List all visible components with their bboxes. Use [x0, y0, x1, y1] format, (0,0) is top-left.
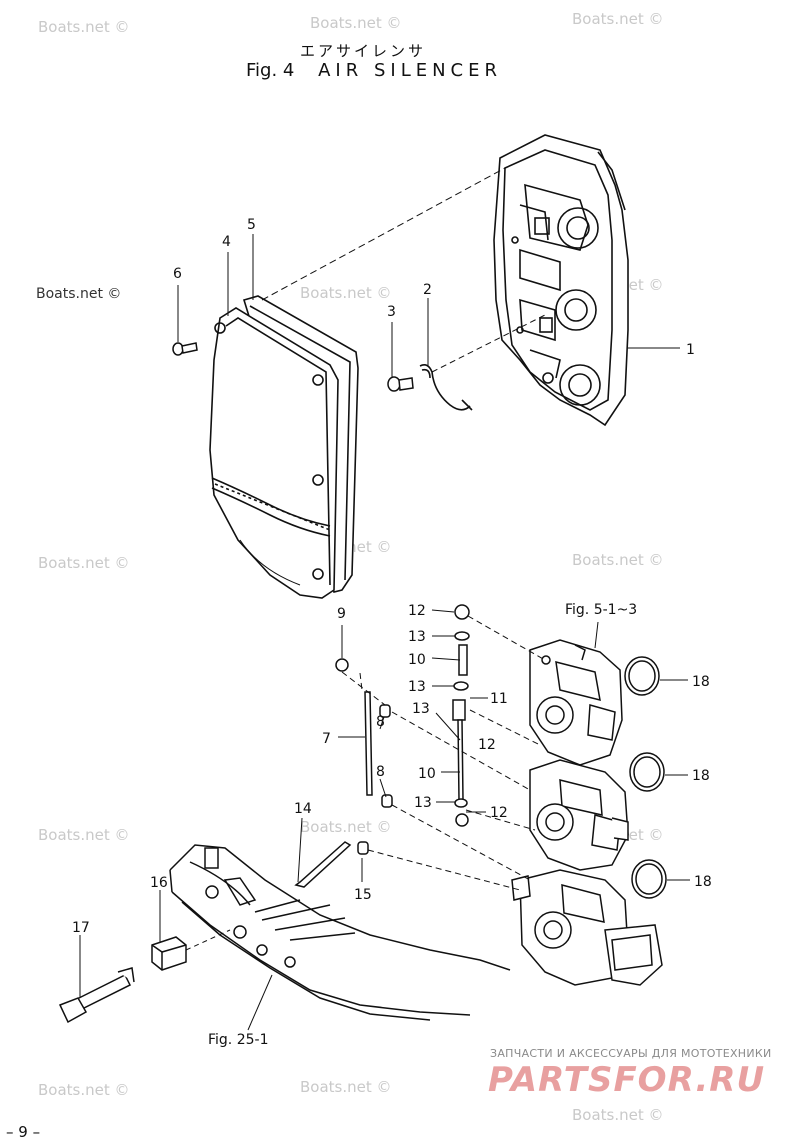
page-number: – 9 –	[6, 1123, 41, 1141]
bottom-cowl-frame	[169, 844, 511, 1021]
callout-12-bottom: 12	[490, 805, 508, 821]
watermark-dark: Boats.net ©	[36, 286, 121, 302]
callout-13-fourth: 13	[414, 795, 432, 811]
callout-14: 14	[294, 801, 312, 817]
screw-part-6	[172, 342, 198, 356]
brand-logo: PARTSFOR.RU	[488, 1060, 766, 1100]
callout-1: 1	[686, 342, 695, 358]
callout-7: 7	[322, 731, 331, 747]
page-title: Fig. 4 AIR SILENCER	[246, 60, 502, 81]
callout-4: 4	[222, 234, 231, 250]
watermark: Boats.net ©	[300, 284, 392, 302]
callout-8-upper: 8	[376, 714, 385, 730]
linkage-assembly	[294, 604, 470, 888]
callout-18-middle: 18	[692, 768, 710, 784]
watermark: Boats.net ©	[300, 1078, 392, 1096]
carburetor-middle	[529, 759, 629, 871]
choke-knob-part-17	[58, 967, 135, 1024]
watermark: Boats.net ©	[572, 1106, 664, 1124]
callout-12-middle: 12	[478, 737, 496, 753]
assembly-line	[185, 929, 231, 951]
callout-13-first: 13	[408, 629, 426, 645]
callout-6: 6	[173, 266, 182, 282]
reference-carburetor-figure: Fig. 5-1~3	[565, 602, 637, 618]
assembly-line	[431, 314, 546, 373]
callout-13-third: 13	[412, 701, 430, 717]
callout-18-upper: 18	[692, 674, 710, 690]
figure-name: AIR SILENCER	[318, 60, 503, 81]
silencer-case	[493, 134, 629, 427]
silencer-cover	[209, 295, 359, 599]
callout-18-lower: 18	[694, 874, 712, 890]
callout-5: 5	[247, 217, 256, 233]
callout-12-top: 12	[408, 603, 426, 619]
title-japanese: エアサイレンサ	[300, 42, 427, 60]
callout-13-second: 13	[408, 679, 426, 695]
bolt-part-3	[387, 376, 414, 392]
watermark: Boats.net ©	[38, 826, 130, 844]
callout-17: 17	[72, 920, 90, 936]
carburetor-upper	[529, 639, 623, 766]
watermark: Boats.net ©	[310, 14, 402, 32]
callout-2: 2	[423, 282, 432, 298]
brand-tagline: ЗАПЧАСТИ И АКСЕССУАРЫ ДЛЯ МОТОТЕХНИКИ	[490, 1047, 772, 1060]
watermark: Boats.net ©	[38, 554, 130, 572]
assembly-line	[261, 167, 506, 301]
callout-9: 9	[337, 606, 346, 622]
callout-3: 3	[387, 304, 396, 320]
callout-11: 11	[490, 691, 508, 707]
rubber-block-part-16	[151, 936, 187, 971]
callout-leaders	[79, 234, 690, 1031]
linkage-guide-lines	[341, 615, 546, 891]
carburetor-lower	[511, 869, 663, 986]
callout-15: 15	[354, 887, 372, 903]
callout-8-lower: 8	[376, 764, 385, 780]
watermark: Boats.net ©	[300, 818, 392, 836]
clamp-part-2	[419, 364, 473, 411]
callout-10-lower: 10	[418, 766, 436, 782]
reference-frame-figure: Fig. 25-1	[208, 1032, 268, 1048]
watermark: Boats.net ©	[572, 10, 664, 28]
watermark: Boats.net ©	[572, 551, 664, 569]
callout-16: 16	[150, 875, 168, 891]
watermark: Boats.net ©	[38, 18, 130, 36]
callout-10-upper: 10	[408, 652, 426, 668]
figure-number: Fig. 4	[246, 60, 295, 81]
callout-labels: 1 2 3 4 5 6 7 8 8 9 10 10 11 12 12 12 13…	[72, 217, 712, 1048]
carb-gaskets	[624, 656, 667, 899]
watermark: Boats.net ©	[38, 1081, 130, 1099]
